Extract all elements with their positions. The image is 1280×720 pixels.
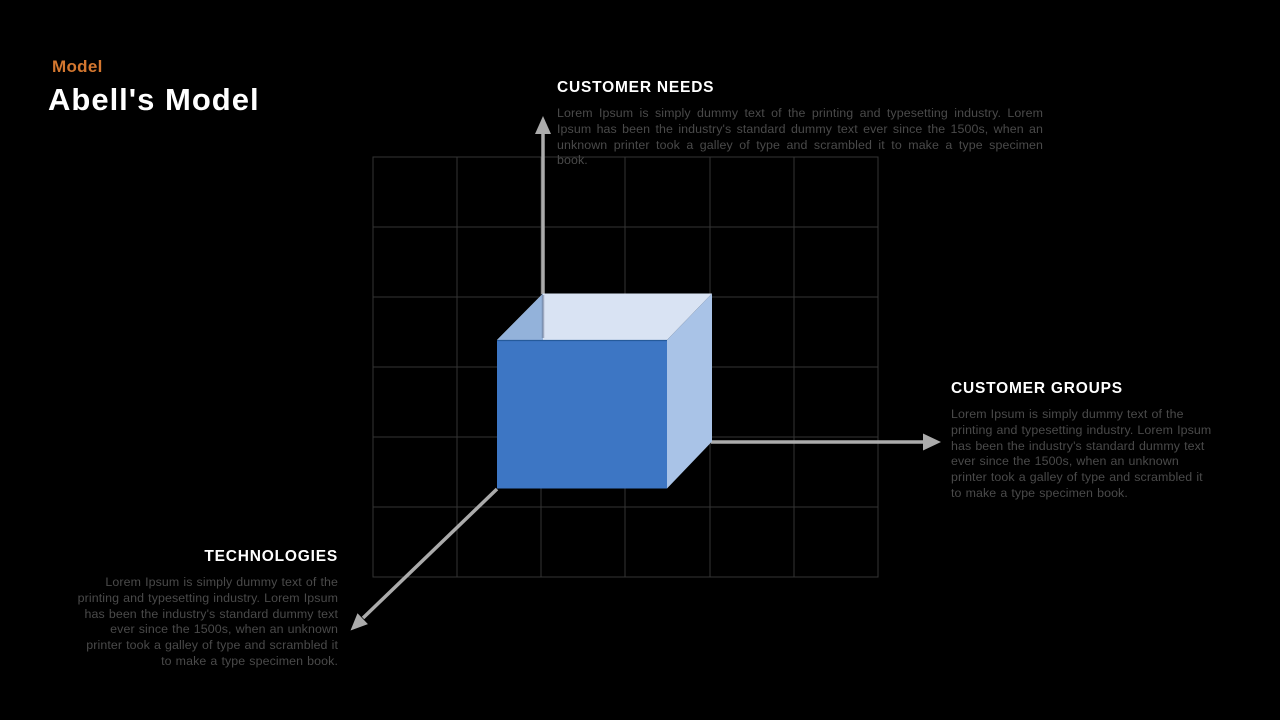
technologies-body: Lorem Ipsum is simply dummy text of the … (77, 575, 338, 668)
slide-header: Model Abell's Model (48, 57, 260, 117)
cube-top-left-corner-shade (497, 293, 543, 340)
customer-groups-heading: CUSTOMER GROUPS (951, 380, 1123, 397)
technologies-arrowhead (350, 613, 368, 631)
customer-needs-arrowhead (535, 116, 551, 134)
section-customer-needs: CUSTOMER NEEDS Lorem Ipsum is simply dum… (557, 79, 1043, 169)
customer-groups-body: Lorem Ipsum is simply dummy text of the … (951, 407, 1212, 500)
cube-front-face (497, 340, 667, 489)
axes (361, 132, 925, 620)
customer-needs-heading: CUSTOMER NEEDS (557, 79, 715, 96)
section-technologies: TECHNOLOGIES Lorem Ipsum is simply dummy… (75, 548, 338, 670)
slide-title: Abell's Model (48, 82, 260, 117)
cube-right-face (667, 293, 712, 489)
cube-top-face (497, 293, 712, 340)
technologies-heading: TECHNOLOGIES (204, 548, 338, 565)
section-customer-groups: CUSTOMER GROUPS Lorem Ipsum is simply du… (951, 380, 1217, 502)
customer-groups-arrowhead (923, 433, 941, 451)
slide-subtitle: Model (52, 57, 103, 76)
customer-needs-body: Lorem Ipsum is simply dummy text of the … (557, 106, 1043, 168)
technologies-axis (361, 487, 499, 620)
cube (497, 293, 712, 489)
